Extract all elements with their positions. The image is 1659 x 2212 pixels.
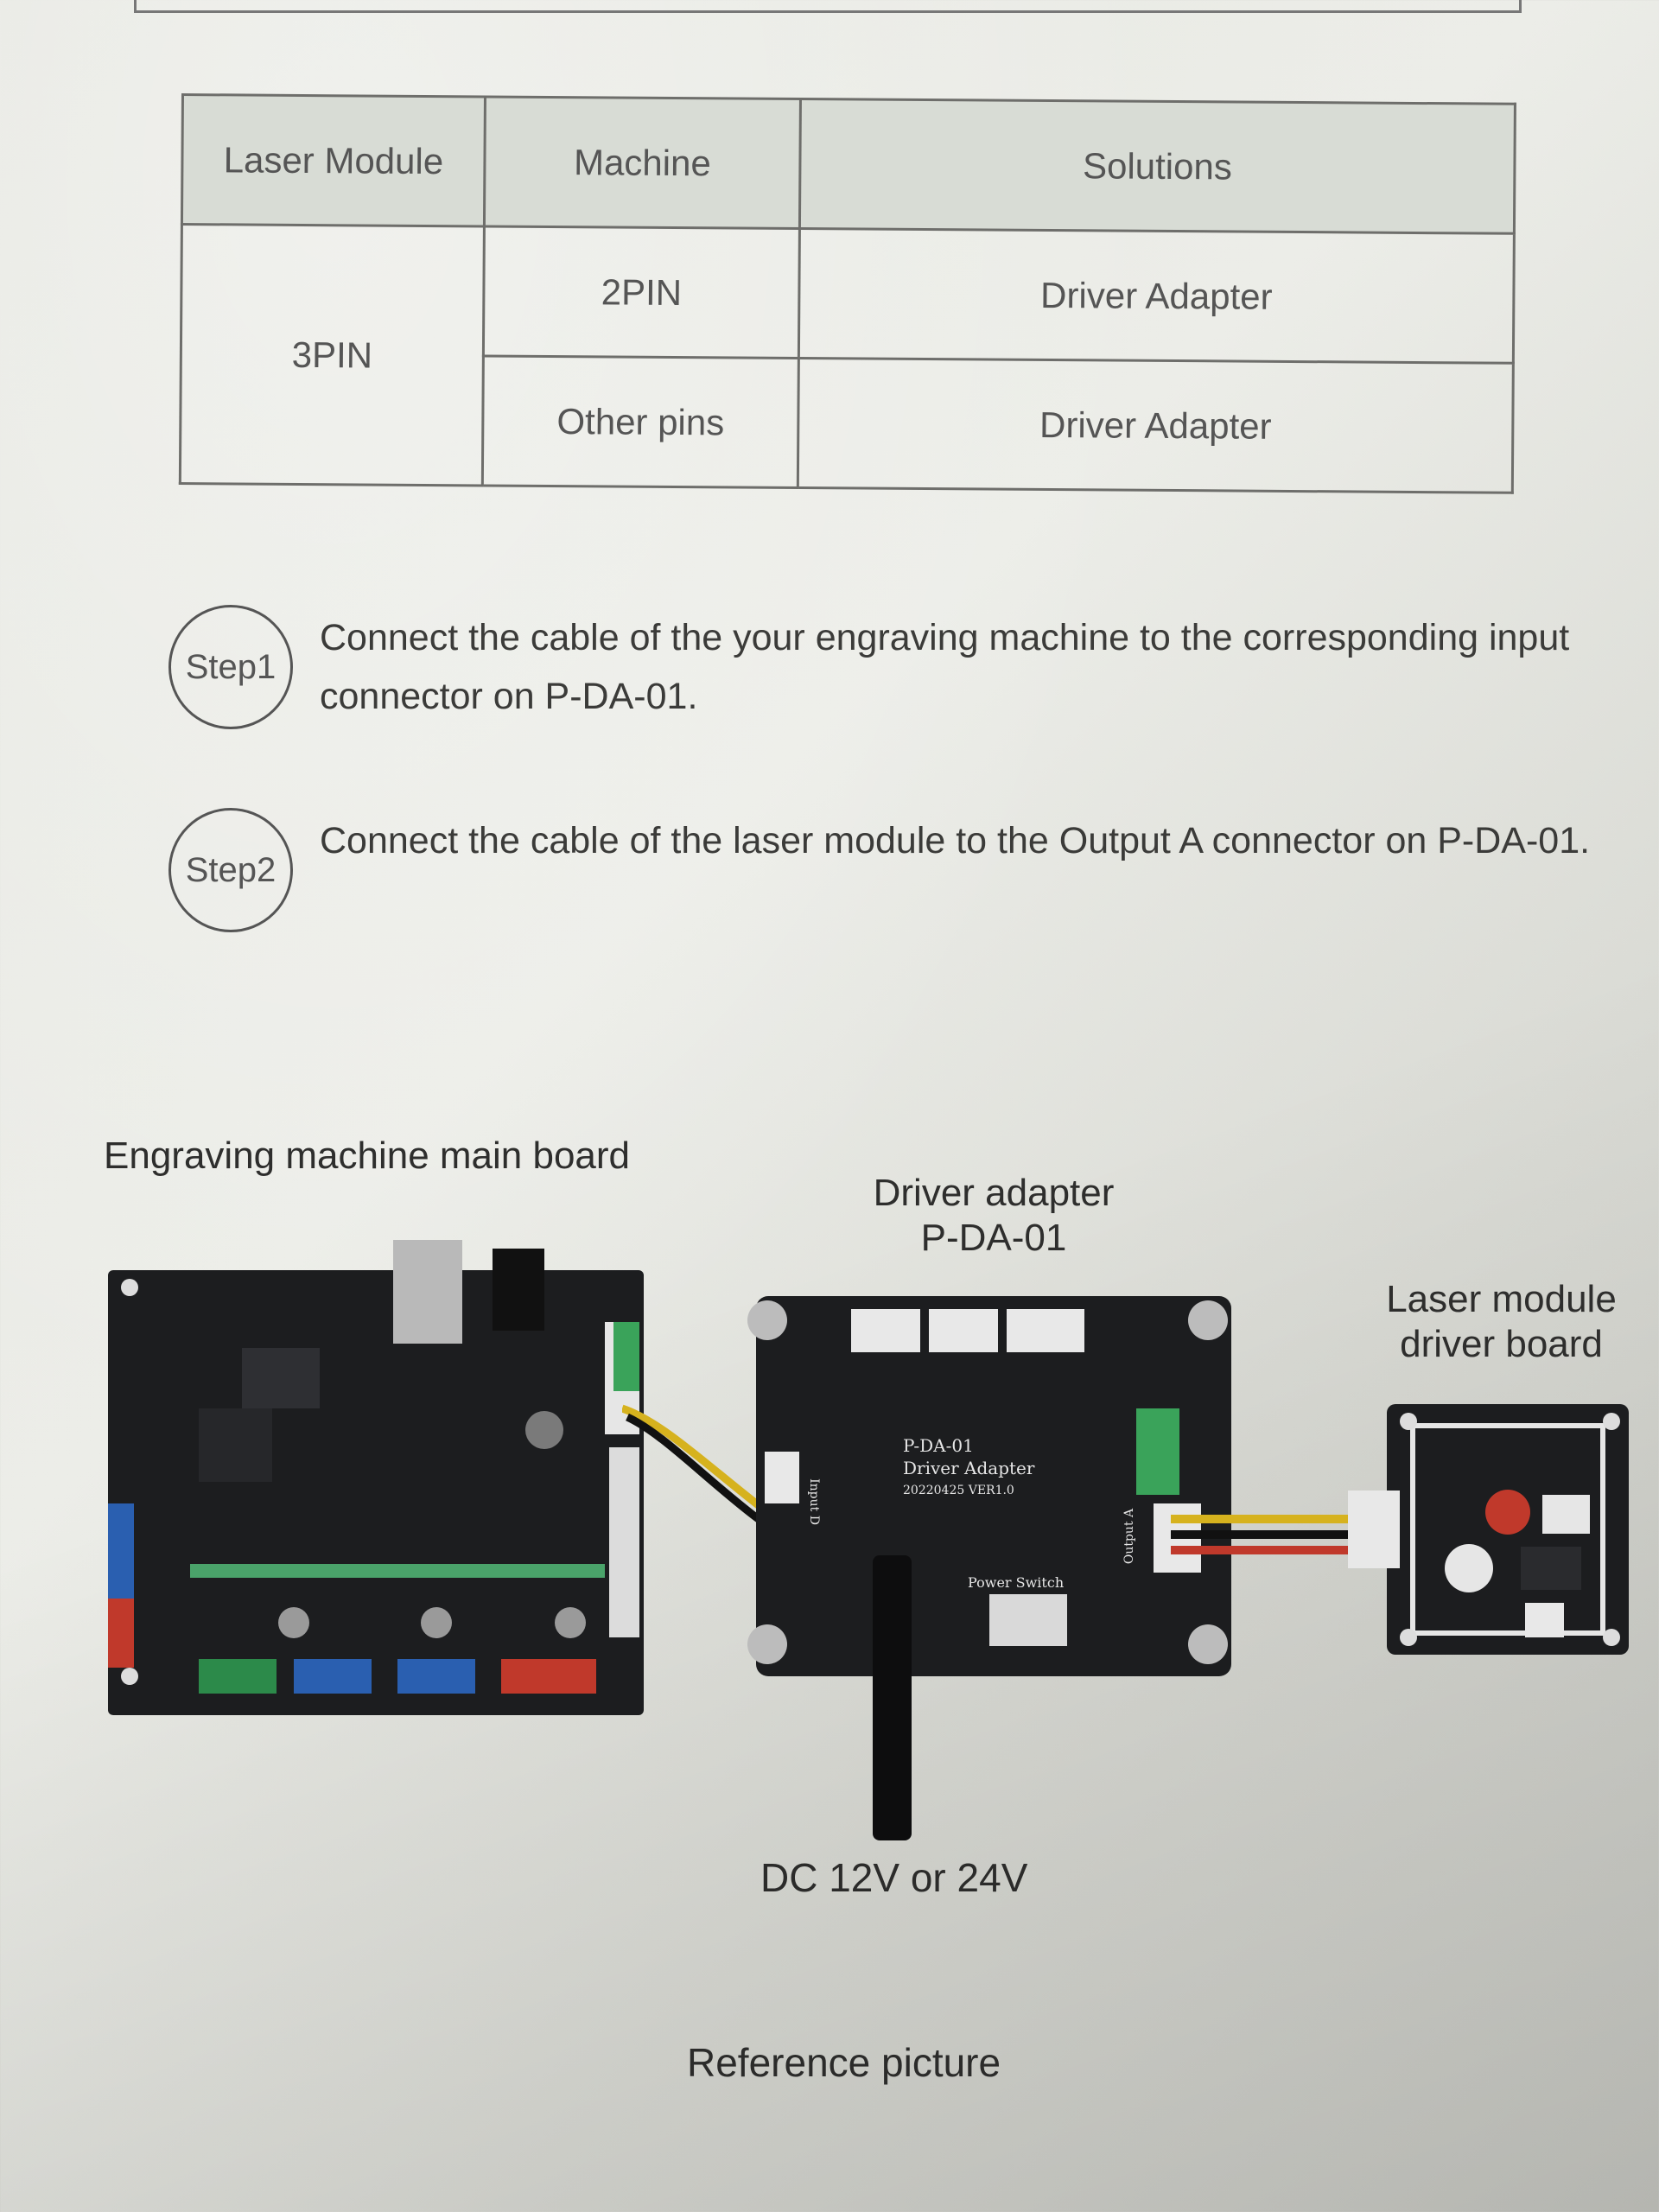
cell-solution: Driver Adapter <box>798 228 1515 364</box>
mount-screw-icon <box>1188 1624 1228 1664</box>
header-laser-module: Laser Module <box>181 94 486 226</box>
compatibility-table: Laser Module Machine Solutions 3PIN 2PIN… <box>179 93 1516 494</box>
step-2-text: Connect the cable of the laser module to… <box>320 820 1591 861</box>
power-cable <box>873 1555 912 1840</box>
laser-driver-board-image <box>1348 1404 1629 1655</box>
reference-picture-caption: Reference picture <box>687 2040 1001 2085</box>
cell-machine: 2PIN <box>483 226 800 359</box>
table-row: 3PIN 2PIN Driver Adapter <box>180 224 1515 486</box>
power-switch <box>989 1594 1067 1646</box>
top-frame-border <box>134 0 1522 13</box>
mount-screw-icon <box>747 1624 787 1664</box>
main-board-label: Engraving machine main board <box>104 1135 631 1177</box>
mount-screw-icon <box>1188 1300 1228 1340</box>
silk-line3: 20220425 VER1.0 <box>903 1484 1014 1497</box>
driver-adapter-board: P-DA-01 Driver Adapter 20220425 VER1.0 P… <box>747 1296 1231 1676</box>
power-input-label: DC 12V or 24V <box>760 1855 1028 1900</box>
step-1: Step1 Connect the cable of the your engr… <box>168 605 1586 743</box>
adapter-output-terminal <box>1136 1408 1179 1495</box>
main-board-image <box>108 1240 644 1715</box>
adapter-connector <box>1007 1309 1084 1352</box>
silk-input-d: Input D <box>806 1478 821 1525</box>
cell-solution: Driver Adapter <box>798 358 1514 493</box>
adapter-label-line1: Driver adapter <box>873 1172 1115 1214</box>
header-solutions: Solutions <box>799 99 1516 234</box>
step-2-badge: Step2 <box>168 808 293 932</box>
mount-screw-icon <box>747 1300 787 1340</box>
step-1-text: Connect the cable of the your engraving … <box>320 617 1570 717</box>
table-header-row: Laser Module Machine Solutions <box>181 94 1516 234</box>
silk-line1: P-DA-01 <box>903 1435 974 1456</box>
laser-label-line2: driver board <box>1400 1323 1603 1365</box>
laser-board-label: Laser module driver board <box>1352 1277 1650 1367</box>
header-machine: Machine <box>484 96 801 229</box>
adapter-connector <box>851 1309 920 1352</box>
silk-power-switch: Power Switch <box>968 1574 1065 1591</box>
adapter-connector <box>929 1309 998 1352</box>
cell-machine: Other pins <box>482 355 799 488</box>
adapter-silkscreen: P-DA-01 Driver Adapter 20220425 VER1.0 <box>903 1434 1102 1502</box>
adapter-label: Driver adapter P-DA-01 <box>812 1171 1175 1261</box>
cell-module: 3PIN <box>180 224 485 486</box>
laser-label-line1: Laser module <box>1386 1278 1617 1320</box>
step-2: Step2 Connect the cable of the laser mod… <box>168 808 1590 946</box>
step-1-badge: Step1 <box>168 605 293 729</box>
silk-line2: Driver Adapter <box>903 1458 1035 1478</box>
adapter-label-line2: P-DA-01 <box>920 1217 1067 1259</box>
output-cable <box>1171 1515 1378 1554</box>
silk-output-a: Output A <box>1122 1508 1137 1565</box>
adapter-input-connector <box>765 1452 799 1503</box>
